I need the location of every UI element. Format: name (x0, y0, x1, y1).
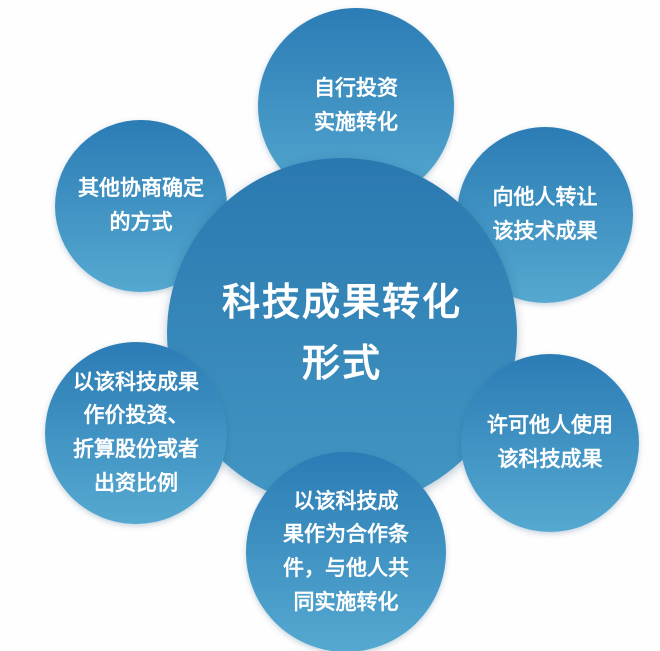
node-text-line: 作价投资、 (83, 403, 189, 428)
node-text-line: 以该科技成果 (73, 369, 199, 394)
node-text-line: 折算股份或者 (73, 437, 199, 461)
center-circle-title: 科技成果转化 形式 (167, 158, 517, 508)
node-text-line: 同实施转化 (293, 589, 399, 614)
center-title-line: 科技成果转化 (221, 280, 462, 325)
node-text-line: 的方式 (109, 210, 173, 234)
node-text-line: 果作为合作条 (283, 522, 409, 547)
node-license-others: 许可他人使用 该科技成果 (461, 354, 639, 532)
node-text-line: 该科技成果 (497, 447, 603, 471)
node-text-line: 自行投资 (314, 76, 398, 101)
node-text-line: 以该科技成 (293, 488, 399, 513)
node-text-line: 其他协商确定 (78, 176, 204, 201)
node-text-line: 许可他人使用 (487, 413, 613, 438)
node-text-line: 该技术成果 (492, 219, 598, 243)
node-text-line: 向他人转让 (492, 185, 598, 210)
node-text-line: 实施转化 (314, 110, 398, 134)
center-title-line: 形式 (301, 341, 382, 385)
node-text-line: 出资比例 (94, 470, 178, 495)
node-text-line: 件，与他人共 (283, 556, 409, 580)
node-cooperation-condition: 以该科技成 果作为合作条 件，与他人共 同实施转化 (246, 452, 446, 651)
node-invest-as-shares: 以该科技成果 作价投资、 折算股份或者 出资比例 (45, 342, 227, 524)
